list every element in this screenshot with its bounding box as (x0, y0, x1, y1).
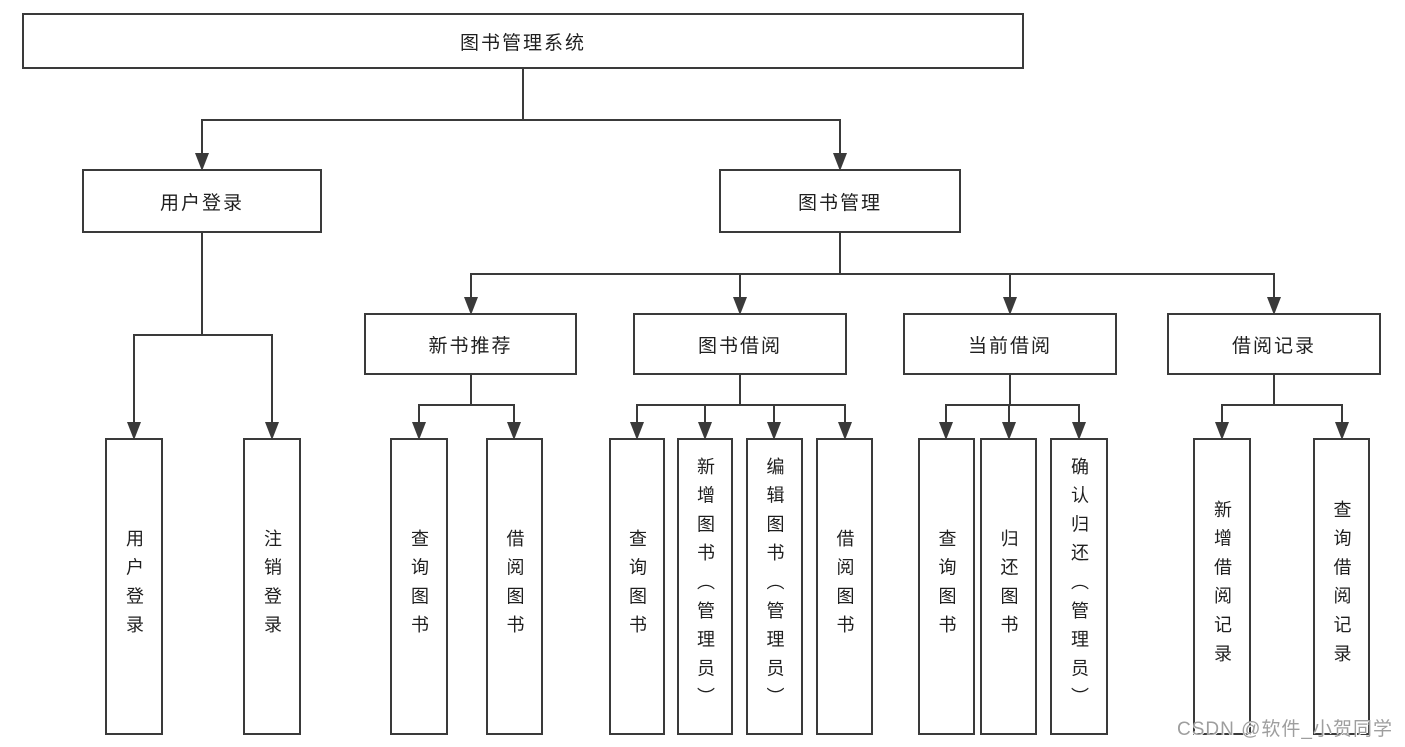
node-label: 查询图书 (627, 528, 647, 645)
node-label: 用户登录 (159, 192, 244, 214)
node-label: 当前借阅 (967, 335, 1052, 357)
node-label: 新增图书（管理员） (695, 456, 715, 717)
leaf-user-login: 用户登录 (105, 438, 163, 735)
leaf-borrow-books-recommend: 借阅图书 (486, 438, 543, 735)
node-label: 查询图书 (936, 528, 957, 645)
node-label: 新书推荐 (428, 335, 513, 357)
node-label: 图书管理系统 (459, 32, 586, 54)
node-label: 确认归还（管理员） (1069, 456, 1089, 717)
leaf-add-borrow-record: 新增借阅记录 (1193, 438, 1251, 735)
node-label: 图书借阅 (697, 335, 782, 357)
node-label: 编辑图书（管理员） (764, 456, 785, 717)
node-library-management-system: 图书管理系统 (22, 13, 1024, 69)
node-label: 图书管理 (797, 192, 882, 214)
leaf-query-books-recommend: 查询图书 (390, 438, 448, 735)
node-book-management: 图书管理 (719, 169, 961, 233)
node-label: 查询图书 (409, 528, 429, 645)
leaf-query-borrow-record: 查询借阅记录 (1313, 438, 1370, 735)
leaf-confirm-return-admin: 确认归还（管理员） (1050, 438, 1108, 735)
node-label: 借阅图书 (834, 528, 855, 645)
node-label: 借阅图书 (504, 528, 525, 645)
leaf-add-books-admin: 新增图书（管理员） (677, 438, 733, 735)
node-label: 用户登录 (124, 528, 144, 645)
node-label: 新增借阅记录 (1212, 500, 1232, 673)
node-borrowing-records: 借阅记录 (1167, 313, 1381, 375)
leaf-edit-books-admin: 编辑图书（管理员） (746, 438, 803, 735)
leaf-logout: 注销登录 (243, 438, 301, 735)
node-new-book-recommend: 新书推荐 (364, 313, 577, 375)
node-label: 归还图书 (998, 528, 1019, 645)
node-label: 注销登录 (262, 528, 282, 645)
leaf-query-books-borrow: 查询图书 (609, 438, 665, 735)
node-current-borrowing: 当前借阅 (903, 313, 1117, 375)
node-label: 借阅记录 (1231, 335, 1316, 357)
leaf-borrow-books: 借阅图书 (816, 438, 873, 735)
watermark: CSDN @软件_小贺同学 (1177, 719, 1393, 740)
node-label: 查询借阅记录 (1331, 500, 1352, 673)
leaf-query-books-current: 查询图书 (918, 438, 975, 735)
node-book-borrowing: 图书借阅 (633, 313, 847, 375)
arrowheads (127, 153, 1349, 440)
node-user-login: 用户登录 (82, 169, 322, 233)
leaf-return-books: 归还图书 (980, 438, 1037, 735)
